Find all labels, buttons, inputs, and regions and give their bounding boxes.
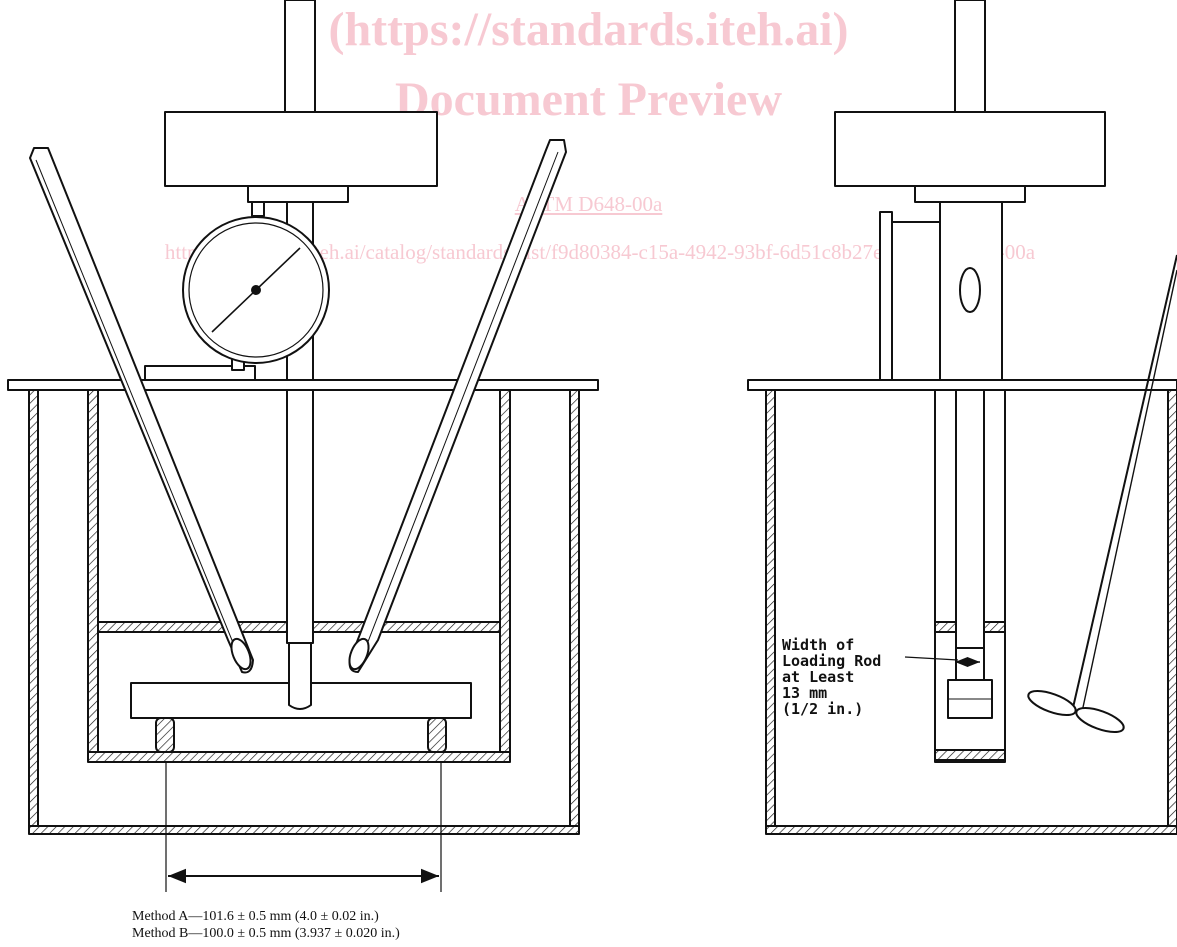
weight-collar <box>247 185 349 203</box>
support-left <box>155 717 175 753</box>
span-dimension <box>165 762 442 892</box>
gauge-bracket <box>144 365 256 381</box>
weight <box>164 111 438 187</box>
bath-outer-left-wall <box>28 387 39 834</box>
dial-gauge-bezel <box>188 222 324 358</box>
side-frame-bottom <box>934 749 1006 761</box>
support-right <box>427 717 447 753</box>
side-gauge-face <box>891 221 941 381</box>
side-gauge-back <box>879 211 893 381</box>
side-loading-nose <box>955 647 985 681</box>
thermometer-left <box>29 147 254 674</box>
side-view <box>747 0 1177 835</box>
front-view <box>7 0 599 835</box>
side-weight <box>834 111 1106 187</box>
watermark-site: (https://standards.iteh.ai) <box>328 3 849 56</box>
side-bath-bottom <box>765 825 1177 835</box>
rod-width-label-4: 13 mm <box>782 684 828 702</box>
side-bath-right-wall <box>1167 387 1177 834</box>
span-method-b-label: Method B—100.0 ± 0.5 mm (3.937 ± 0.020 i… <box>132 926 400 941</box>
stirrer-blade-left <box>1027 689 1077 717</box>
side-rod-top <box>954 0 986 113</box>
span-method-a-label: Method A—101.6 ± 0.5 mm (4.0 ± 0.02 in.) <box>132 909 379 924</box>
rod-width-label-2: Loading Rod <box>782 652 882 670</box>
side-gauge-pointer <box>959 267 981 313</box>
thermometer-right <box>348 139 567 673</box>
bath-outer-bottom <box>28 825 580 835</box>
loading-nose <box>288 642 312 710</box>
rod-width-label-1: Width of <box>782 636 855 654</box>
width-leader <box>904 656 959 661</box>
rod-top <box>284 0 316 113</box>
side-weight-collar <box>914 185 1026 203</box>
gauge-stem <box>251 201 265 217</box>
frame-left-wall <box>87 387 99 761</box>
watermark-document-preview: Document Preview <box>395 73 782 126</box>
frame-right-wall <box>499 387 511 761</box>
dial-pivot <box>251 285 261 295</box>
rod-width-label-5: (1/2 in.) <box>782 700 864 718</box>
top-plate <box>7 379 599 391</box>
stirrer-blade-right <box>1075 706 1125 734</box>
frame-bottom <box>87 751 511 763</box>
bath-outer-right-wall <box>569 387 580 834</box>
rod-width-label-3: at Least <box>782 668 855 686</box>
stirrer <box>1027 254 1177 734</box>
side-top-plate <box>747 379 1177 391</box>
side-bath-left-wall <box>765 387 776 834</box>
